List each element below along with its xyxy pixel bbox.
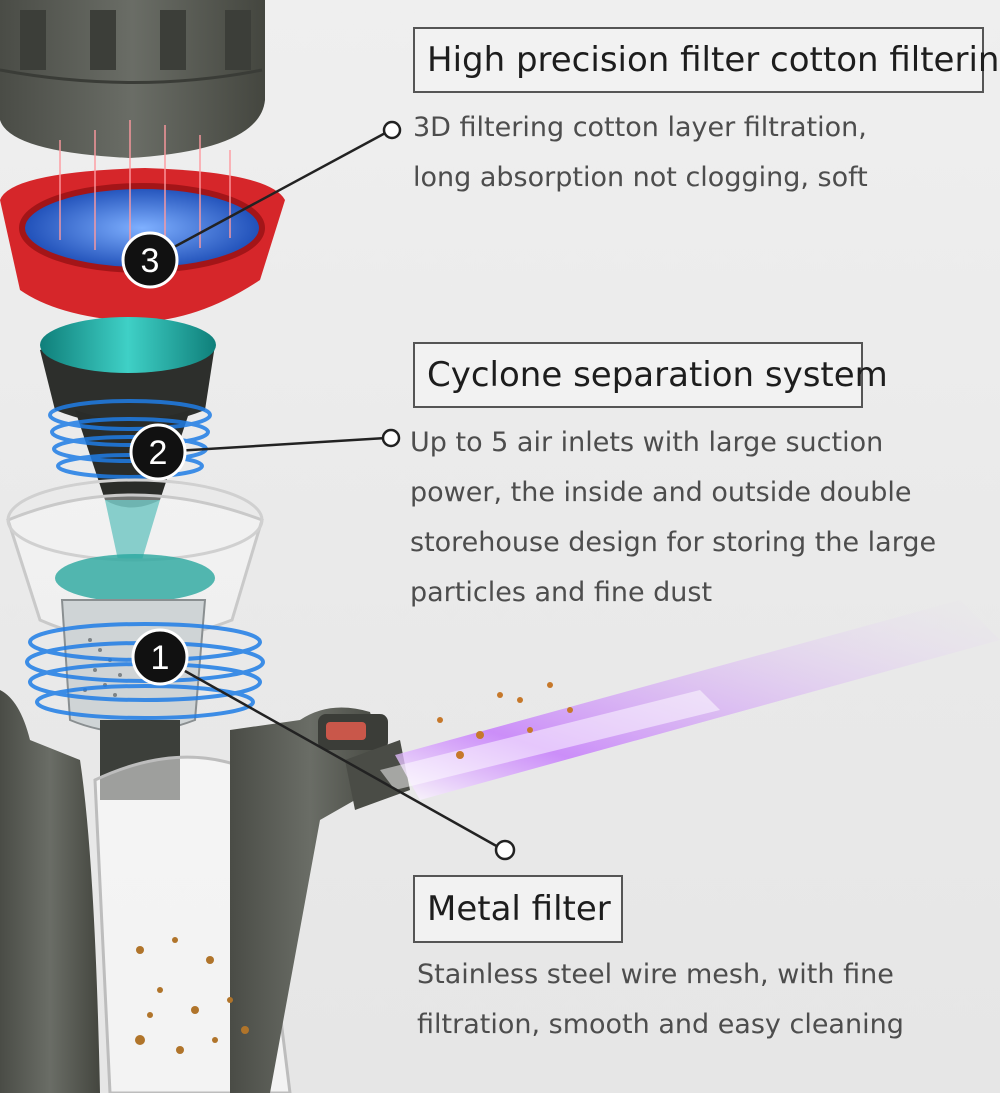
feature-title-metal-filter: Metal filter bbox=[413, 875, 623, 943]
feature-description-cyclone: Up to 5 air inlets with large suction po… bbox=[410, 418, 936, 618]
description-line: particles and fine dust bbox=[410, 577, 713, 608]
badge-3-number: 3 bbox=[141, 242, 160, 280]
vacuum-body bbox=[0, 690, 410, 1093]
airflow-beam bbox=[380, 600, 1000, 800]
debris-particles bbox=[135, 937, 249, 1054]
feature-description-filter-cotton: 3D filtering cotton layer filtration, lo… bbox=[413, 103, 868, 203]
description-line: 3D filtering cotton layer filtration, bbox=[413, 112, 867, 143]
feature-description-metal-filter: Stainless steel wire mesh, with fine fil… bbox=[417, 950, 904, 1050]
description-line: long absorption not clogging, soft bbox=[413, 162, 868, 193]
description-line: storehouse design for storing the large bbox=[410, 527, 937, 558]
badge-2: 2 bbox=[129, 423, 187, 481]
badge-3: 3 bbox=[121, 231, 179, 289]
feature-title-filter-cotton: High precision filter cotton filtering bbox=[413, 27, 1000, 93]
description-line: Stainless steel wire mesh, with fine bbox=[417, 959, 894, 990]
description-line: filtration, smooth and easy cleaning bbox=[417, 1009, 904, 1040]
badge-1: 1 bbox=[131, 628, 189, 686]
feature-title-cyclone: Cyclone separation system bbox=[413, 342, 888, 408]
description-line: power, the inside and outside double bbox=[410, 477, 912, 508]
badge-2-number: 2 bbox=[149, 434, 168, 472]
description-line: Up to 5 air inlets with large suction bbox=[410, 427, 884, 458]
callout-leaders bbox=[149, 129, 501, 850]
leader-end-circles bbox=[381, 120, 516, 861]
dust-cup-cap bbox=[0, 0, 265, 158]
badge-1-number: 1 bbox=[151, 639, 170, 677]
